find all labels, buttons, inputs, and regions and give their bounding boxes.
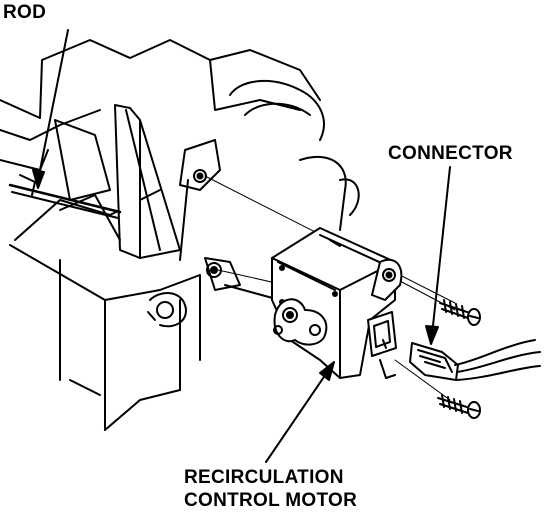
linkage-arm [148, 258, 280, 326]
leader-rod [33, 30, 68, 188]
leader-connector [426, 167, 450, 344]
screw-upper [440, 300, 480, 325]
screw-lower [438, 395, 480, 418]
mounting-bracket [180, 140, 220, 260]
harness-connector [410, 340, 540, 380]
recirculation-control-motor [272, 228, 401, 378]
rod-label: ROD [3, 2, 47, 23]
motor-label-line1: RECIRCULATION [184, 467, 344, 488]
leader-motor [266, 362, 334, 462]
connector-label: CONNECTOR [388, 143, 513, 164]
door-lever [55, 105, 180, 258]
duct-housing [0, 40, 359, 430]
rod [10, 175, 120, 218]
motor-label-line2: CONTROL MOTOR [184, 490, 358, 511]
